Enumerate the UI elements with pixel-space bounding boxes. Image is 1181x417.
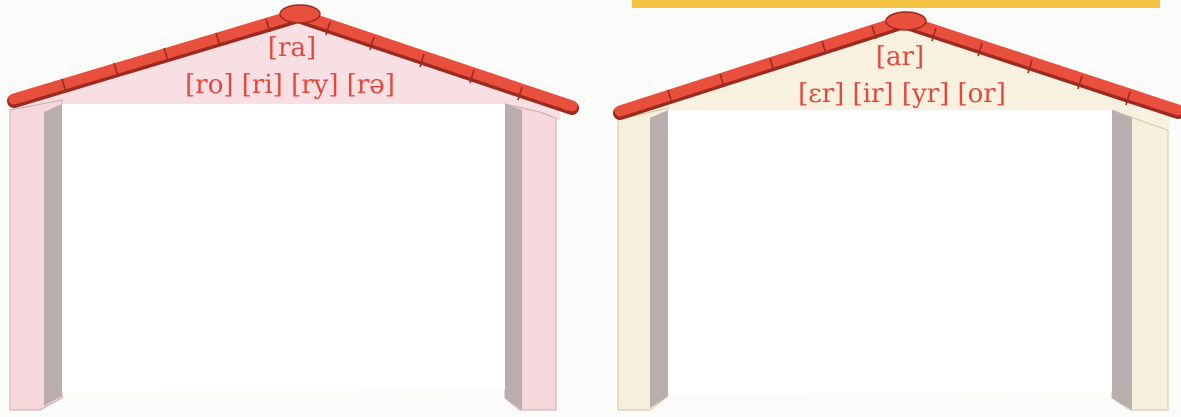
house-right: [ar] [ɛr] [ir] [yr] [or] xyxy=(613,11,1181,411)
house-left-opening xyxy=(62,104,505,392)
house-left-pillar-right xyxy=(505,104,522,410)
house-left-pillar-left xyxy=(44,104,62,406)
house-right-roof xyxy=(613,11,1181,120)
house-right-pillar-right xyxy=(1112,110,1132,410)
house-right-ridge-cap xyxy=(885,11,927,31)
house-right-pillar-left xyxy=(650,110,668,408)
house-left-roof xyxy=(7,4,579,115)
house-left-top-label: [ra] xyxy=(268,33,316,63)
house-left-ridge-cap xyxy=(279,4,321,24)
house-left-gable xyxy=(12,18,560,120)
house-right-opening xyxy=(668,110,1112,394)
highlight-bar xyxy=(632,0,1160,8)
house-left: [ra] [ro] [ri] [ry] [rə] xyxy=(7,4,579,411)
house-left-bottom-label: [ro] [ri] [ry] [rə] xyxy=(185,70,395,100)
house-right-bottom-label: [ɛr] [ir] [yr] [or] xyxy=(798,79,1006,109)
house-right-top-label: [ar] xyxy=(876,42,924,72)
house-right-gable xyxy=(620,24,1170,128)
